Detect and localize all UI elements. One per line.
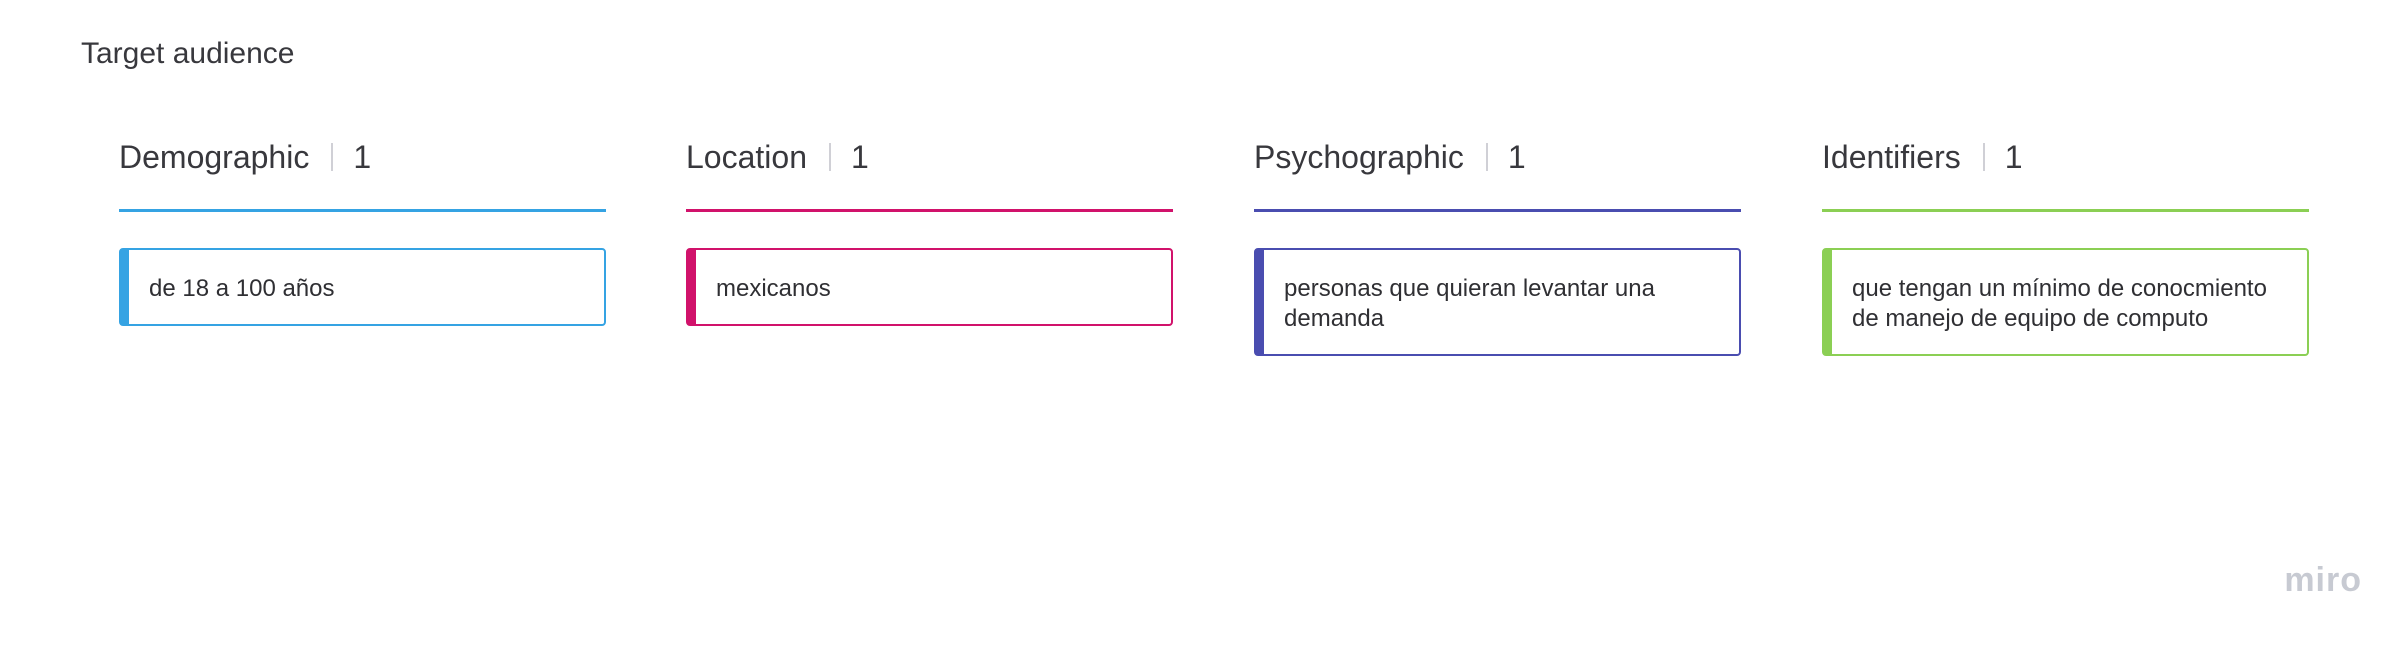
column-title: Location xyxy=(686,138,807,175)
column-separator xyxy=(331,143,334,171)
card-text: personas que quieran levantar una demand… xyxy=(1284,275,1655,332)
column-count: 1 xyxy=(1507,138,1526,175)
column-demographic: Demographic 1 de 18 a 100 años xyxy=(119,134,606,326)
column-rule xyxy=(1822,209,2309,212)
column-separator xyxy=(1982,143,1985,171)
column-count: 1 xyxy=(850,138,869,175)
column-rule xyxy=(1254,209,1741,212)
column-rule xyxy=(119,209,606,212)
column-header: Identifiers 1 xyxy=(1822,134,2309,180)
column-separator xyxy=(1485,143,1488,171)
column-location: Location 1 mexicanos xyxy=(686,134,1173,326)
sticky-card[interactable]: que tengan un mínimo de conocmiento de m… xyxy=(1822,248,2309,356)
column-header: Psychographic 1 xyxy=(1254,134,1741,180)
miro-logo: miro xyxy=(2284,561,2362,599)
column-count: 1 xyxy=(2004,138,2023,175)
column-title: Psychographic xyxy=(1254,138,1464,175)
board-title: Target audience xyxy=(81,37,295,70)
column-count: 1 xyxy=(353,138,372,175)
sticky-card[interactable]: mexicanos xyxy=(686,248,1173,326)
column-psychographic: Psychographic 1 personas que quieran lev… xyxy=(1254,134,1741,356)
column-header: Location 1 xyxy=(686,134,1173,180)
column-rule xyxy=(686,209,1173,212)
card-text: mexicanos xyxy=(716,275,831,302)
column-title: Demographic xyxy=(119,138,310,175)
card-text: que tengan un mínimo de conocmiento de m… xyxy=(1852,275,2267,332)
column-separator xyxy=(828,143,831,171)
column-identifiers: Identifiers 1 que tengan un mínimo de co… xyxy=(1822,134,2309,356)
column-title: Identifiers xyxy=(1822,138,1961,175)
sticky-card[interactable]: de 18 a 100 años xyxy=(119,248,606,326)
sticky-card[interactable]: personas que quieran levantar una demand… xyxy=(1254,248,1741,356)
column-header: Demographic 1 xyxy=(119,134,606,180)
card-text: de 18 a 100 años xyxy=(149,275,335,302)
